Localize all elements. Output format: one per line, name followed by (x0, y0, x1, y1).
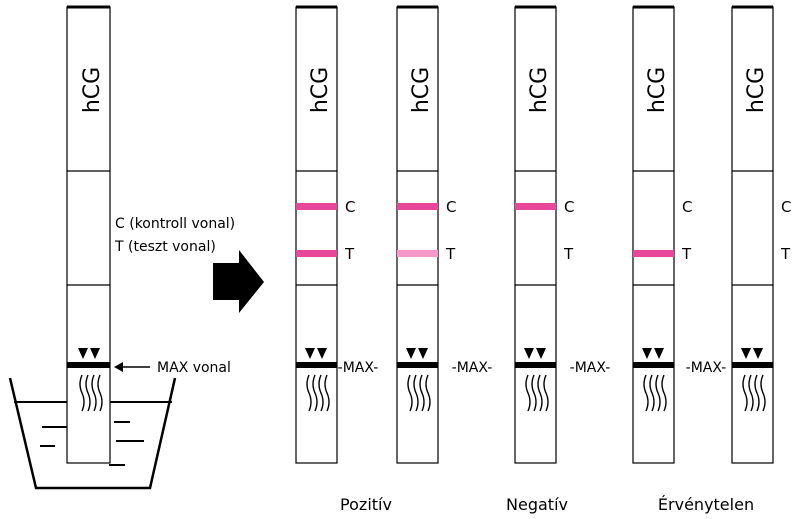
result-strip-3: hCG C T (514, 5, 574, 464)
arrow-down-icon (317, 348, 327, 359)
strip-body (632, 6, 675, 464)
group-label-positive: Pozitív (340, 495, 392, 514)
wicking-waves (79, 374, 103, 412)
strip-label: hCG (645, 67, 670, 113)
strip-body (396, 6, 439, 464)
arrow-down-icon (524, 348, 534, 359)
explain-strip: hCG (66, 5, 111, 464)
strip-label: hCG (409, 67, 434, 113)
max-marker: -MAX- (338, 360, 379, 376)
c-letter: C (781, 198, 791, 216)
strip-label: hCG (80, 67, 105, 113)
c-letter: C (682, 198, 692, 216)
control-line-mark (397, 203, 438, 210)
wicking-waves (525, 374, 549, 412)
result-strip-1: hCG C T (295, 5, 355, 464)
arrow-down-icon (753, 348, 763, 359)
result-strip-5: hCG C T (731, 5, 791, 464)
max-markers: -MAX- -MAX- -MAX- -MAX- (338, 360, 727, 376)
t-letter: T (445, 245, 456, 263)
strip-label: hCG (527, 67, 552, 113)
max-line (633, 362, 674, 368)
control-line-mark (296, 203, 337, 210)
result-strip-4: hCG C T (632, 5, 692, 464)
result-strip-2: hCG C T (396, 5, 456, 464)
wicking-waves (306, 374, 330, 412)
group-label-negative: Negatív (506, 495, 568, 514)
arrow-down-icon (741, 348, 751, 359)
group-label-invalid: Érvénytelen (658, 495, 754, 514)
group-labels: Pozitív Negatív Érvénytelen (340, 495, 754, 514)
max-line (67, 362, 110, 368)
test-line-mark (397, 250, 438, 257)
arrow-down-icon (418, 348, 428, 359)
arrow-down-icon (78, 348, 88, 359)
t-letter: T (681, 245, 692, 263)
arrow-down-icon (642, 348, 652, 359)
strip-body (731, 6, 774, 464)
c-letter: C (345, 198, 355, 216)
max-line (397, 362, 438, 368)
max-marker: -MAX- (452, 360, 493, 376)
max-line (515, 362, 556, 368)
arrow-down-icon (90, 348, 100, 359)
wicking-waves (742, 374, 766, 412)
arrow-down-icon (305, 348, 315, 359)
strip-body (295, 6, 338, 464)
c-letter: C (564, 198, 574, 216)
max-marker: -MAX- (686, 360, 727, 376)
max-marker: -MAX- (570, 360, 611, 376)
t-letter: T (563, 245, 574, 263)
strip-label: hCG (308, 67, 333, 113)
arrow-down-icon (536, 348, 546, 359)
big-arrow-icon (213, 250, 264, 313)
max-line (732, 362, 773, 368)
arrow-left-icon (114, 362, 123, 372)
liquid-dashes (40, 421, 144, 466)
arrow-down-icon (406, 348, 416, 359)
wicking-waves (643, 374, 667, 412)
c-letter: C (446, 198, 456, 216)
test-line-mark (296, 250, 337, 257)
strip-label: hCG (744, 67, 769, 113)
test-line-mark (633, 250, 674, 257)
strip-body (514, 6, 557, 464)
max-line-description: MAX vonal (157, 360, 231, 376)
t-letter: T (344, 245, 355, 263)
t-letter: T (780, 245, 791, 263)
wicking-waves (407, 374, 431, 412)
dipped-strip-illustration: hCG C (kontroll vonal) T (teszt vonal) M… (8, 5, 235, 490)
c-line-description: C (kontroll vonal) (115, 216, 235, 232)
t-line-description: T (teszt vonal) (114, 239, 216, 255)
cup (8, 377, 177, 490)
control-line-mark (515, 203, 556, 210)
arrow-down-icon (654, 348, 664, 359)
max-line (296, 362, 337, 368)
